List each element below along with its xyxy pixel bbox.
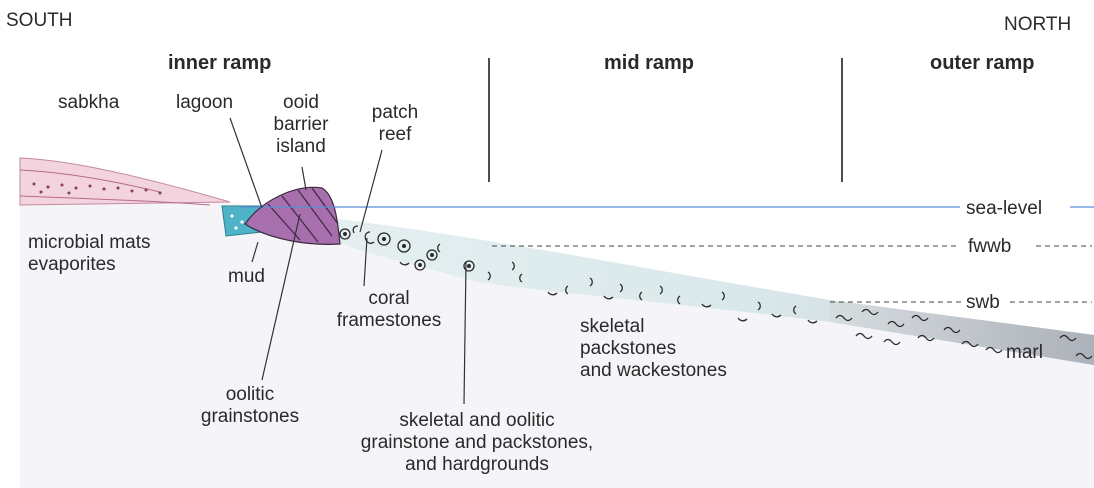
mid-ramp-label: mid ramp — [604, 52, 694, 74]
sabkha-label: sabkha — [58, 92, 119, 114]
mud-label: mud — [228, 266, 265, 288]
coral-framestones-label: coral framestones — [330, 288, 448, 332]
patch-reef-label: patch reef — [362, 102, 428, 146]
north-label: NORTH — [1004, 14, 1071, 36]
skeletal-packstones-label: skeletal packstones and wackestones — [580, 316, 727, 382]
swb-label: swb — [966, 292, 1000, 314]
oolitic-grainstones-label: oolitic grainstones — [190, 384, 310, 428]
ooid-barrier-island-label: ooid barrier island — [268, 92, 334, 158]
sabkha-wedge — [20, 158, 230, 205]
inner-ramp-label: inner ramp — [168, 52, 271, 74]
microbial-mats-label: microbial mats evaporites — [28, 232, 150, 276]
skeletal-oolitic-grainstone-label: skeletal and oolitic grainstone and pack… — [332, 410, 622, 476]
marl-label: marl — [1006, 342, 1043, 364]
south-label: SOUTH — [6, 10, 73, 32]
outer-ramp-label: outer ramp — [930, 52, 1034, 74]
lagoon-label: lagoon — [176, 92, 233, 114]
sea-level-label: sea-level — [966, 198, 1042, 220]
fwwb-label: fwwb — [968, 236, 1011, 258]
